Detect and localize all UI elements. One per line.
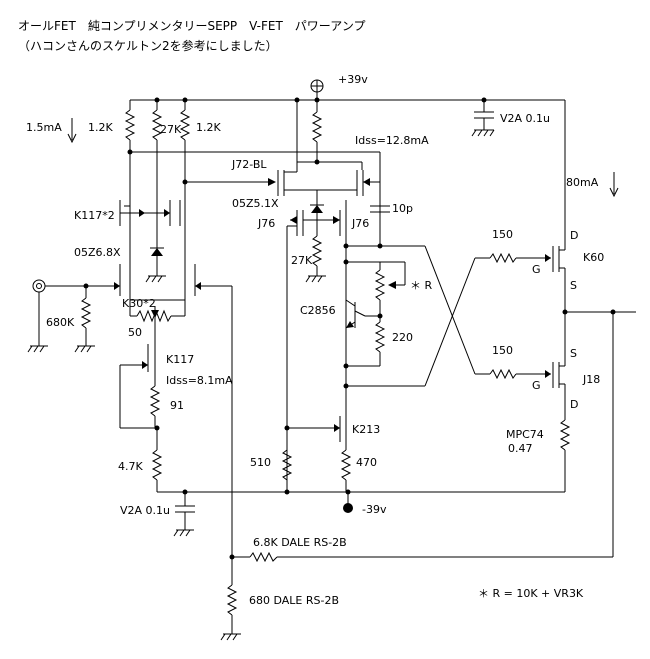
current-output-arrow — [609, 172, 619, 198]
capacitor-bottom-left-label: V2A 0.1u — [120, 504, 170, 517]
resistor-680-label: 680 DALE RS-2B — [249, 594, 339, 607]
k117-pair — [119, 200, 181, 226]
r-marker-label: ＊ R — [410, 279, 432, 292]
k117-pair-label: K117*2 — [74, 209, 115, 222]
k117-single-label: K117 — [166, 353, 194, 366]
positive-rail — [130, 79, 565, 103]
pot-50-label: 50 — [128, 326, 142, 339]
j18-source-label: S — [570, 347, 577, 360]
k60-gate-label: G — [532, 263, 541, 276]
k60-label: K60 — [583, 251, 604, 264]
zener-6v8 — [145, 213, 166, 283]
capacitor-top-right — [471, 100, 495, 137]
positive-rail-label: +39v — [338, 73, 368, 86]
resistor-4k7-label: 4.7K — [118, 460, 143, 473]
zener-5v1 — [310, 190, 324, 226]
cross-wiring — [424, 245, 490, 387]
resistor-27k-mid-label: 27K — [291, 254, 313, 267]
resistor-150-bottom-label: 150 — [492, 344, 513, 357]
capacitor-bottom-left — [173, 492, 195, 537]
current-input-arrow — [67, 118, 77, 144]
resistor-510-label: 510 — [250, 456, 271, 469]
resistor-1k2-left-label: 1.2K — [88, 121, 113, 134]
mpc74-value-label: 0.47 — [508, 442, 533, 455]
resistor-150-top-label: 150 — [492, 228, 513, 241]
j72-current-source — [277, 100, 381, 246]
current-input-label: 1.5mA — [26, 121, 62, 134]
resistor-27k-mid — [305, 226, 326, 283]
k60-source-label: S — [570, 279, 577, 292]
k60-mosfet — [552, 100, 636, 360]
c2856-label: C2856 — [300, 304, 336, 317]
current-output-label: 80mA — [566, 176, 599, 189]
k60-drain-label: D — [570, 229, 578, 242]
input-stage-rails — [124, 100, 380, 262]
schematic-title: オールFET 純コンプリメンタリーSEPP V-FET パワーアンプ — [18, 19, 365, 33]
j76-left-label: J76 — [257, 217, 275, 230]
resistor-680k-label: 680K — [46, 316, 75, 329]
resistor-220-label: 220 — [392, 331, 413, 344]
mpc74-label: MPC74 — [506, 428, 544, 441]
capacitor-10p-label: 10p — [392, 202, 413, 215]
zener-5v1-label: 05Z5.1X — [232, 197, 279, 210]
j76-pair — [286, 200, 347, 492]
j76-right-label: J76 — [351, 217, 369, 230]
j72-label: J72-BL — [231, 158, 267, 171]
resistor-1k2-right-label: 1.2K — [196, 121, 221, 134]
resistor-470-label: 470 — [356, 456, 377, 469]
k30-pair — [95, 262, 233, 420]
resistor-27k-top-label: 27K — [160, 123, 182, 136]
j18-label: J18 — [582, 373, 600, 386]
input-jack — [27, 279, 95, 353]
feedback-network — [220, 312, 614, 641]
idss-8-label: Idss=8.1mA — [166, 374, 233, 387]
j18-mosfet — [552, 360, 571, 492]
k213-current-sink — [281, 386, 352, 492]
output-gate-resistors — [489, 252, 551, 380]
j18-drain-label: D — [570, 398, 578, 411]
capacitor-10p — [370, 205, 390, 213]
capacitor-top-right-label: V2A 0.1u — [500, 112, 550, 125]
j18-gate-label: G — [532, 379, 541, 392]
negative-rail-label: -39v — [362, 503, 387, 516]
pot-50 — [130, 306, 185, 342]
resistor-6k8-label: 6.8K DALE RS-2B — [253, 536, 347, 549]
k117-current-source — [119, 342, 163, 492]
idss-12-label: Idss=12.8mA — [355, 134, 429, 147]
bias-spreader — [343, 243, 425, 389]
negative-rail — [157, 489, 565, 513]
r-formula-note: ＊ R = 10K + VR3K — [478, 587, 584, 600]
k213-label: K213 — [352, 423, 380, 436]
k30-pair-label: K30*2 — [122, 297, 156, 310]
schematic-subtitle: （ハコンさんのスケルトン2を参考にしました） — [18, 38, 278, 53]
zener-6v8-label: 05Z6.8X — [74, 246, 121, 259]
resistor-91-label: 91 — [170, 399, 184, 412]
